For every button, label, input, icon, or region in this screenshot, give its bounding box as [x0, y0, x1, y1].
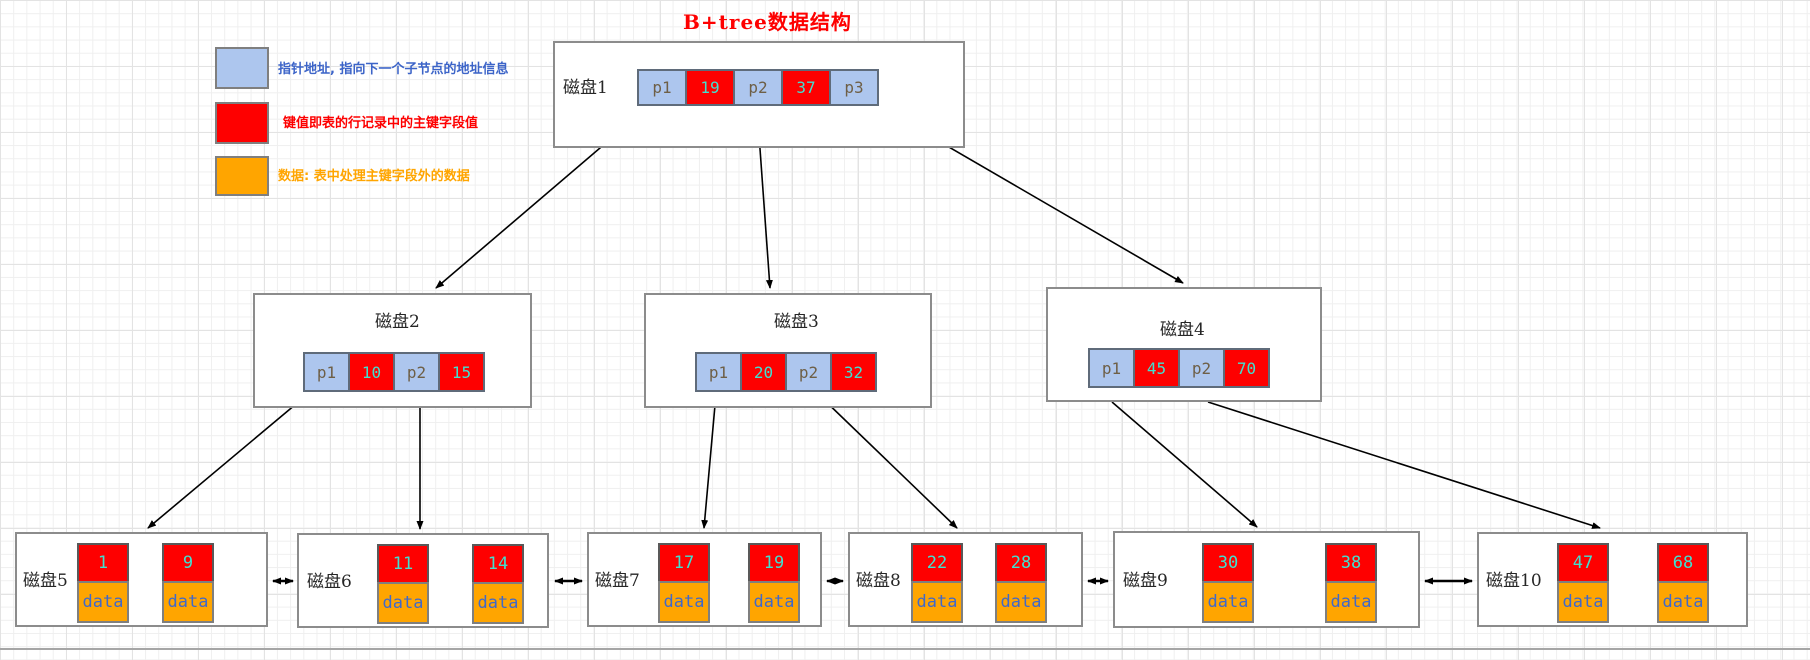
data-cell: data [911, 581, 963, 623]
node-label: 磁盘7 [595, 571, 640, 591]
page-edge-line [0, 648, 1810, 650]
key-cell: 30 [1202, 543, 1254, 583]
pointer-cell: p1 [303, 352, 350, 392]
leaf-disk9: 磁盘9 30 data 38 data [1113, 531, 1420, 628]
key-cell: 28 [995, 543, 1047, 583]
data-cell: data [1557, 581, 1609, 623]
leaf-entry: 9 data [162, 543, 214, 623]
node-disk2: 磁盘2 p1 10 p2 15 [253, 293, 532, 408]
pointer-cell: p1 [637, 69, 687, 106]
edge-disk3-disk7 [701, 393, 717, 529]
node-label: 磁盘5 [23, 571, 68, 591]
key-cell: 19 [685, 69, 735, 106]
node-label: 磁盘2 [375, 312, 420, 332]
legend-swatch-pointer [215, 47, 269, 89]
leaf-disk8: 磁盘8 22 data 28 data [848, 532, 1083, 627]
key-cell: 22 [911, 543, 963, 583]
legend-label-data: 数据: 表中处理主键字段外的数据 [278, 169, 470, 184]
legend-swatch-key [215, 102, 269, 144]
node-label: 磁盘3 [774, 312, 819, 332]
legend-label-pointer: 指针地址, 指向下一个子节点的地址信息 [278, 62, 509, 77]
diagram-title: B+tree数据结构 [683, 10, 852, 34]
data-cell: data [1325, 581, 1377, 623]
pointer-cell: p2 [393, 352, 440, 392]
node-disk3: 磁盘3 p1 20 p2 32 [644, 293, 932, 408]
key-cell: 38 [1325, 543, 1377, 583]
leaf-entry: 30 data [1202, 543, 1254, 623]
key-cell: 17 [658, 543, 710, 583]
leaf-disk5: 磁盘5 1 data 9 data [15, 532, 268, 627]
node-label: 磁盘6 [307, 572, 352, 592]
leaf-disk10: 磁盘10 47 data 68 data [1477, 532, 1748, 627]
pointer-cell: p3 [829, 69, 879, 106]
key-cell: 20 [740, 352, 787, 392]
pointer-cell: p1 [695, 352, 742, 392]
node-label: 磁盘4 [1160, 320, 1205, 340]
node-label: 磁盘10 [1486, 571, 1542, 591]
pointer-cell: p2 [733, 69, 783, 106]
leaf-disk6: 磁盘6 11 data 14 data [297, 533, 549, 628]
leaf-entry: 38 data [1325, 543, 1377, 623]
leaf-entry: 22 data [911, 543, 963, 623]
key-cell: 70 [1223, 348, 1270, 388]
edge-disk2-disk5 [147, 393, 309, 529]
key-cell: 45 [1133, 348, 1180, 388]
data-cell: data [658, 581, 710, 623]
key-cell: 9 [162, 543, 214, 583]
leaf-entry: 11 data [377, 544, 429, 624]
data-cell: data [377, 582, 429, 624]
data-cell: data [162, 581, 214, 623]
pointer-cell: p2 [785, 352, 832, 392]
key-cell: 15 [438, 352, 485, 392]
key-cell: 19 [748, 543, 800, 583]
data-cell: data [472, 582, 524, 624]
leaf-entry: 19 data [748, 543, 800, 623]
data-cell: data [77, 581, 129, 623]
key-cell: 32 [830, 352, 877, 392]
leaf-entry: 47 data [1557, 543, 1609, 623]
data-cell: data [1202, 581, 1254, 623]
node-label: 磁盘1 [563, 78, 608, 98]
leaf-entry: 28 data [995, 543, 1047, 623]
legend-label-key: 键值即表的行记录中的主键字段值 [283, 116, 479, 131]
node-label: 磁盘9 [1123, 571, 1168, 591]
leaf-entry: 17 data [658, 543, 710, 623]
leaf-entry: 1 data [77, 543, 129, 623]
pointer-cell: p1 [1088, 348, 1135, 388]
key-cell: 10 [348, 352, 395, 392]
legend-swatch-data [215, 156, 269, 196]
data-cell: data [748, 581, 800, 623]
key-cell: 68 [1657, 543, 1709, 583]
key-cell: 1 [77, 543, 129, 583]
node-disk1: 磁盘1 p1 19 p2 37 p3 [553, 41, 965, 148]
data-cell: data [995, 581, 1047, 623]
leaf-disk7: 磁盘7 17 data 19 data [587, 532, 822, 627]
data-cell: data [1657, 581, 1709, 623]
edge-disk4-disk9 [1111, 401, 1258, 528]
edge-disk4-disk10 [1207, 401, 1601, 529]
key-cell: 14 [472, 544, 524, 584]
edge-disk3-disk8 [817, 393, 958, 529]
leaf-entry: 68 data [1657, 543, 1709, 623]
key-cell: 37 [781, 69, 831, 106]
node-label: 磁盘8 [856, 571, 901, 591]
key-cell: 47 [1557, 543, 1609, 583]
node-disk4: 磁盘4 p1 45 p2 70 [1046, 287, 1322, 402]
leaf-entry: 14 data [472, 544, 524, 624]
key-cell: 11 [377, 544, 429, 584]
pointer-cell: p2 [1178, 348, 1225, 388]
